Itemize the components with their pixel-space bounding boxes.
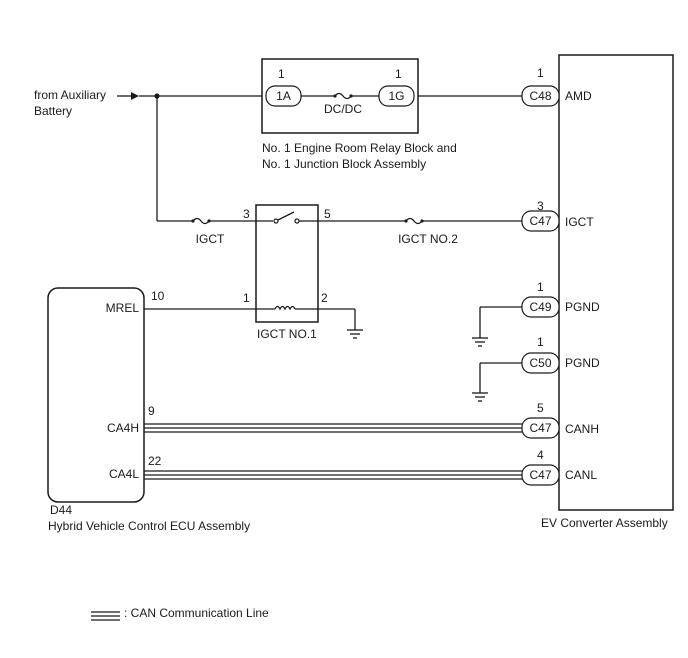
ecu-pin-ca4l-num: 22 — [148, 454, 162, 468]
relay-block-label-line1: No. 1 Engine Room Relay Block and — [262, 141, 457, 155]
terminal-amd-pin: 1 — [537, 66, 544, 80]
fuse-igct-label: IGCT — [196, 232, 225, 246]
legend: : CAN Communication Line — [91, 606, 269, 621]
relay-block: 1 1 1A 1G DC/DC No. 1 Engine Room Relay … — [261, 58, 457, 171]
terminal-amd-connector: C48 — [529, 89, 551, 103]
connector-1g-label: 1G — [388, 89, 404, 103]
relay-switch-icon — [277, 211, 295, 221]
ecu-pin-ca4h-name: CA4H — [107, 421, 139, 435]
terminal-pgnd1-pin: 1 — [537, 280, 544, 294]
ecu-pin-mrel-num: 10 — [151, 289, 165, 303]
connector-1a-label: 1A — [276, 89, 291, 103]
terminal-canh-name: CANH — [565, 422, 599, 436]
fuse-igct-icon — [192, 217, 210, 225]
battery-source: from Auxiliary Battery — [34, 88, 139, 118]
converter-name: EV Converter Assembly — [541, 516, 668, 530]
canl-line — [144, 470, 522, 480]
terminal-pgnd1-connector: C49 — [529, 300, 551, 314]
terminal-igct-name: IGCT — [565, 215, 594, 229]
terminal-igct-pin: 3 — [537, 199, 544, 213]
ecu-code: D44 — [50, 503, 72, 517]
terminal-canl-name: CANL — [565, 468, 597, 482]
terminal-canl-pin: 4 — [537, 448, 544, 462]
fuse-igct-no2-label: IGCT NO.2 — [398, 232, 458, 246]
fuse-dcdc-label: DC/DC — [324, 102, 362, 116]
pgnd-c50-ground — [472, 362, 522, 402]
ecu-pin-mrel-name: MREL — [106, 301, 140, 315]
relay-coil-icon — [274, 305, 296, 311]
terminal-pgnd2-connector: C50 — [529, 356, 551, 370]
relay-coil-out-pin: 2 — [321, 291, 328, 305]
legend-label: : CAN Communication Line — [124, 606, 269, 620]
ecu-pin-ca4h-num: 9 — [148, 404, 155, 418]
relay-coil-in-pin: 1 — [243, 291, 250, 305]
pgnd-c49-ground — [472, 306, 522, 347]
hv-control-ecu: MREL 10 CA4H 9 CA4L 22 D44 Hybrid Vehicl… — [47, 287, 250, 533]
igct-relay: 3 5 1 2 IGCT NO.1 — [243, 204, 331, 341]
terminal-pgnd2-pin: 1 — [537, 335, 544, 349]
can-line-legend-icon — [91, 611, 120, 621]
relay-label: IGCT NO.1 — [257, 327, 317, 341]
terminal-canl-connector: C47 — [529, 468, 551, 482]
ground-icon — [347, 329, 363, 339]
terminal-amd-name: AMD — [565, 89, 592, 103]
terminal-canh-connector: C47 — [529, 421, 551, 435]
ecu-pin-ca4l-name: CA4L — [109, 467, 139, 481]
ev-converter: EV Converter Assembly 1 C48 AMD 3 C47 IG… — [521, 54, 674, 530]
source-label-line2: Battery — [34, 104, 72, 118]
relay-switch-out-pin: 5 — [324, 207, 331, 221]
terminal-canh-pin: 5 — [537, 401, 544, 415]
relay-block-out-pin: 1 — [395, 67, 402, 81]
terminal-igct-connector: C47 — [529, 214, 551, 228]
relay-block-label-line2: No. 1 Junction Block Assembly — [262, 157, 426, 171]
terminal-pgnd2-name: PGND — [565, 356, 600, 370]
ecu-name: Hybrid Vehicle Control ECU Assembly — [48, 519, 250, 533]
fuse-igct-no2-icon — [405, 217, 423, 225]
relay-switch-in-pin: 3 — [243, 207, 250, 221]
source-label-line1: from Auxiliary — [34, 88, 106, 102]
fuse-dcdc-icon — [334, 92, 352, 100]
canh-line — [144, 423, 522, 433]
terminal-pgnd1-name: PGND — [565, 300, 600, 314]
arrow-icon — [131, 92, 139, 100]
relay-block-in-pin: 1 — [278, 67, 285, 81]
